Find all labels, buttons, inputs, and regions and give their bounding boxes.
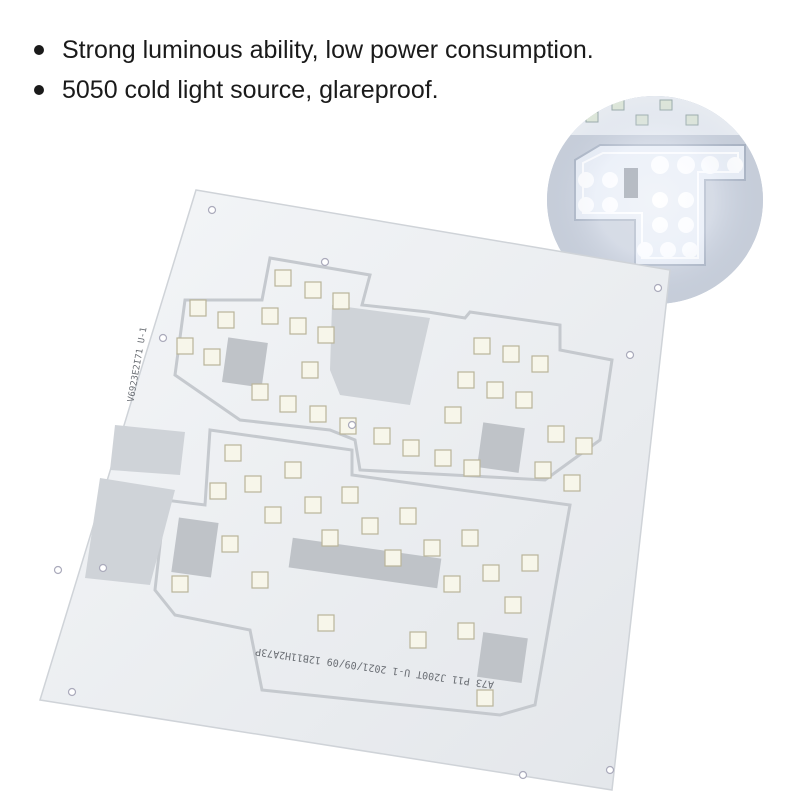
feature-text: Strong luminous ability, low power consu…	[62, 36, 594, 64]
feature-list: Strong luminous ability, low power consu…	[28, 30, 594, 110]
feature-item: 5050 cold light source, glareproof.	[28, 70, 594, 110]
bullet-icon	[34, 45, 44, 55]
led-pcb-board	[39, 189, 671, 791]
feature-text: 5050 cold light source, glareproof.	[62, 76, 439, 104]
bullet-icon	[34, 85, 44, 95]
feature-item: Strong luminous ability, low power consu…	[28, 30, 594, 70]
